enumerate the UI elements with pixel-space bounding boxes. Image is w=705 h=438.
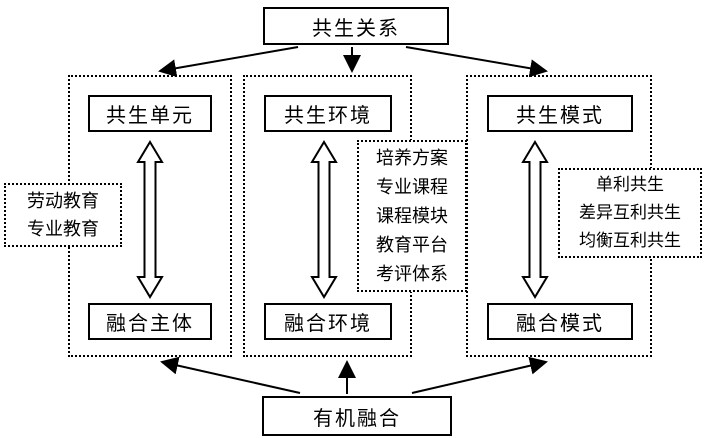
note-line: 考评体系 (376, 263, 448, 284)
double-arrow-environment (310, 140, 338, 299)
note-education-types: 劳动教育 专业教育 (4, 183, 122, 247)
node-label: 有机融合 (313, 407, 401, 430)
note-line: 培养方案 (376, 147, 448, 168)
node-label: 融合模式 (516, 313, 604, 335)
note-line: 专业课程 (376, 176, 448, 197)
node-fusion-mode: 融合模式 (487, 303, 633, 340)
node-label: 融合环境 (284, 313, 372, 335)
node-organic-fusion: 有机融合 (262, 396, 452, 436)
node-fusion-environment: 融合环境 (264, 303, 392, 340)
note-environment-elements: 培养方案 专业课程 课程模块 教育平台 考评体系 (357, 140, 467, 292)
note-line: 劳动教育 (27, 191, 99, 211)
double-arrow-unit-subject (136, 140, 164, 299)
arrow-bottom-to-right-column (411, 356, 548, 394)
arrow-top-to-left-column (158, 46, 299, 78)
node-symbiotic-environment: 共生环境 (264, 95, 392, 132)
node-symbiotic-unit: 共生单元 (88, 95, 212, 132)
arrow-bottom-to-left-column (160, 356, 301, 394)
node-label: 共生模式 (516, 105, 604, 127)
node-fusion-subject: 融合主体 (88, 303, 212, 340)
arrow-top-to-right-column (405, 46, 548, 78)
node-label: 共生关系 (312, 17, 400, 40)
double-arrow-mode (521, 140, 549, 299)
node-label: 共生单元 (106, 105, 194, 127)
node-label: 共生环境 (284, 105, 372, 127)
note-line: 差异互利共生 (579, 203, 681, 222)
note-line: 均衡互利共生 (579, 231, 681, 250)
note-line: 课程模块 (376, 205, 448, 226)
note-line: 教育平台 (376, 234, 448, 255)
node-symbiotic-mode: 共生模式 (487, 95, 633, 132)
node-symbiotic-relationship: 共生关系 (263, 7, 449, 45)
node-label: 融合主体 (106, 313, 194, 335)
note-symbiosis-modes: 单利共生 差异互利共生 均衡互利共生 (558, 168, 702, 258)
note-line: 专业教育 (27, 219, 99, 239)
note-line: 单利共生 (596, 175, 664, 194)
